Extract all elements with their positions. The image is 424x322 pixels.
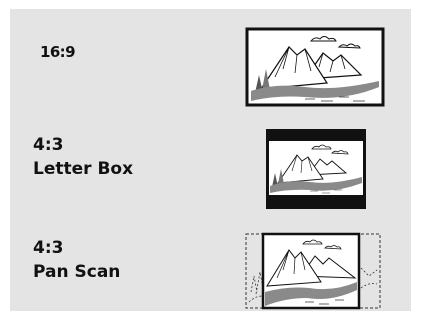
option-label-panscan: 4:3 Pan Scan [33,236,120,284]
option-label-line: 4:3 [33,133,133,157]
option-label-16-9: 16:9 [40,40,75,64]
option-label-line: Letter Box [33,157,133,181]
landscape-letterbox-icon [266,129,366,209]
option-label-line: Pan Scan [33,260,120,284]
landscape-16x9-icon [245,27,385,107]
landscape-panscan-icon [243,230,383,312]
option-label-line: 4:3 [33,236,120,260]
option-label-line: 16:9 [40,40,75,64]
option-label-letterbox: 4:3 Letter Box [33,133,133,181]
